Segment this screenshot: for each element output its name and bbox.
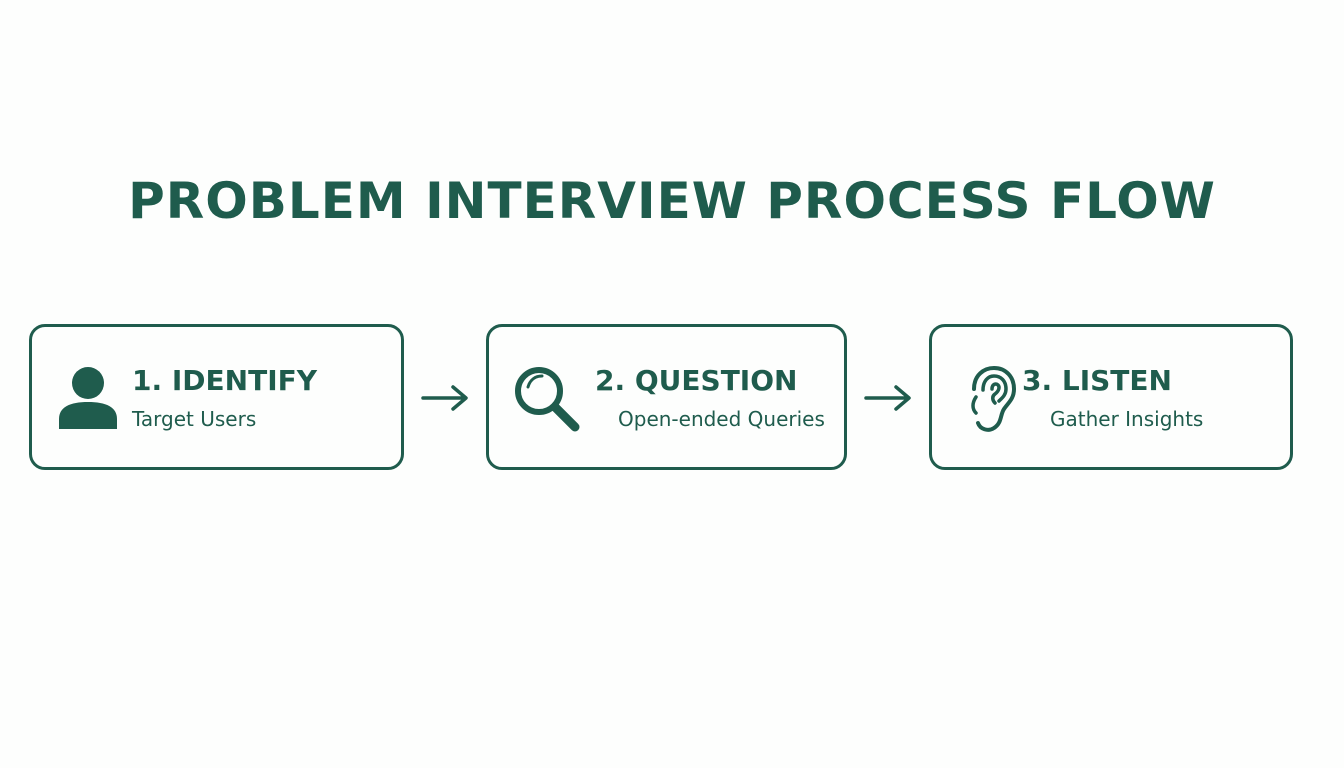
step-title: 2. QUESTION <box>595 364 798 397</box>
step-subtitle: Open-ended Queries <box>618 407 825 431</box>
step-listen: 3. LISTEN Gather Insights <box>929 324 1293 470</box>
step-title: 1. IDENTIFY <box>132 364 318 397</box>
step-question: 2. QUESTION Open-ended Queries <box>486 324 847 470</box>
step-title: 3. LISTEN <box>1022 364 1172 397</box>
arrow-right-icon <box>420 384 470 412</box>
step-identify: 1. IDENTIFY Target Users <box>29 324 404 470</box>
person-icon <box>52 363 124 435</box>
step-subtitle: Target Users <box>132 407 257 431</box>
arrow-right-icon <box>863 384 913 412</box>
step-subtitle: Gather Insights <box>1050 407 1204 431</box>
page-title: PROBLEM INTERVIEW PROCESS FLOW <box>128 172 1216 230</box>
ear-icon <box>952 363 1024 435</box>
magnifier-icon <box>511 363 583 435</box>
